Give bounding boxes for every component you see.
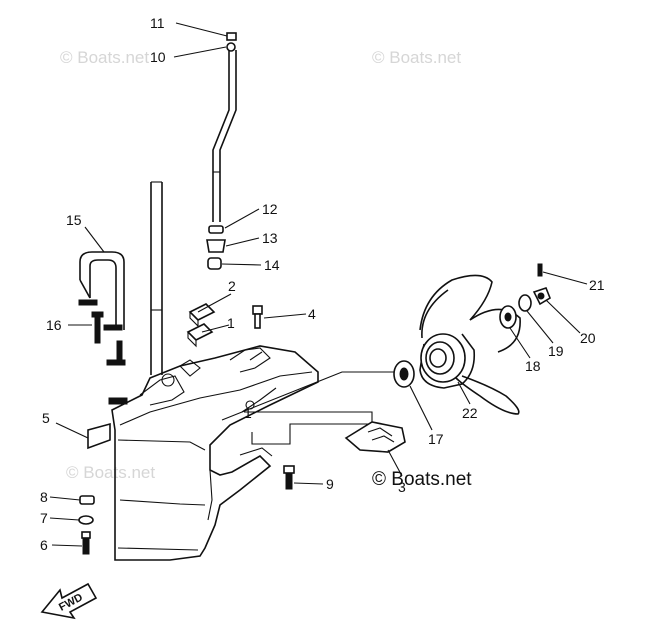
part-label-5: 5 [42,410,50,426]
part-label-13: 13 [262,230,278,246]
prop-hardware [499,263,551,329]
part-label-8: 8 [40,489,48,505]
part-label-20: 20 [580,330,596,346]
part-label-21: 21 [589,277,605,293]
thrust-washer [393,360,415,388]
part-label-10: 10 [150,49,166,65]
part-label-19: 19 [548,343,564,359]
part-label-15: 15 [66,212,82,228]
shift-rod-fittings [206,225,226,270]
watermark-top-left: © Boats.net [60,48,149,67]
part-label-2: 2 [228,278,236,294]
part-label-11: 11 [150,15,165,31]
tube-clip [79,251,125,330]
bolt-4 [252,305,263,329]
part-label-16: 16 [46,317,62,333]
watermark-bottom-left: © Boats.net [66,463,155,482]
part-label-22: 22 [462,405,478,421]
lower-casing [111,345,319,561]
fwd-arrow: FWD [40,582,98,620]
anode-plate [87,422,111,450]
part-label-1-lower: 1 [244,405,252,421]
part-label-9: 9 [326,476,334,492]
side-bolts [78,299,128,405]
trim-tab [344,421,406,453]
watermark-top-right: © Boats.net [372,48,461,67]
part-label-6: 6 [40,537,48,553]
part-label-4: 4 [308,306,316,322]
grommets [186,303,216,348]
part-label-7: 7 [40,510,48,526]
part-label-1: 1 [227,315,235,331]
leader-lines [49,22,588,547]
bolt-9 [283,465,295,490]
part-label-3: 3 [398,479,406,495]
part-label-17: 17 [428,431,444,447]
watermark-bottom-right: © Boats.net [372,469,472,490]
shift-rod [212,32,237,222]
part-label-12: 12 [262,201,278,217]
part-label-14: 14 [264,257,280,273]
drain-plug-set [78,495,95,555]
part-label-18: 18 [525,358,541,374]
propeller [419,274,521,415]
assembly-lines [221,371,410,445]
drive-shaft [150,181,163,375]
